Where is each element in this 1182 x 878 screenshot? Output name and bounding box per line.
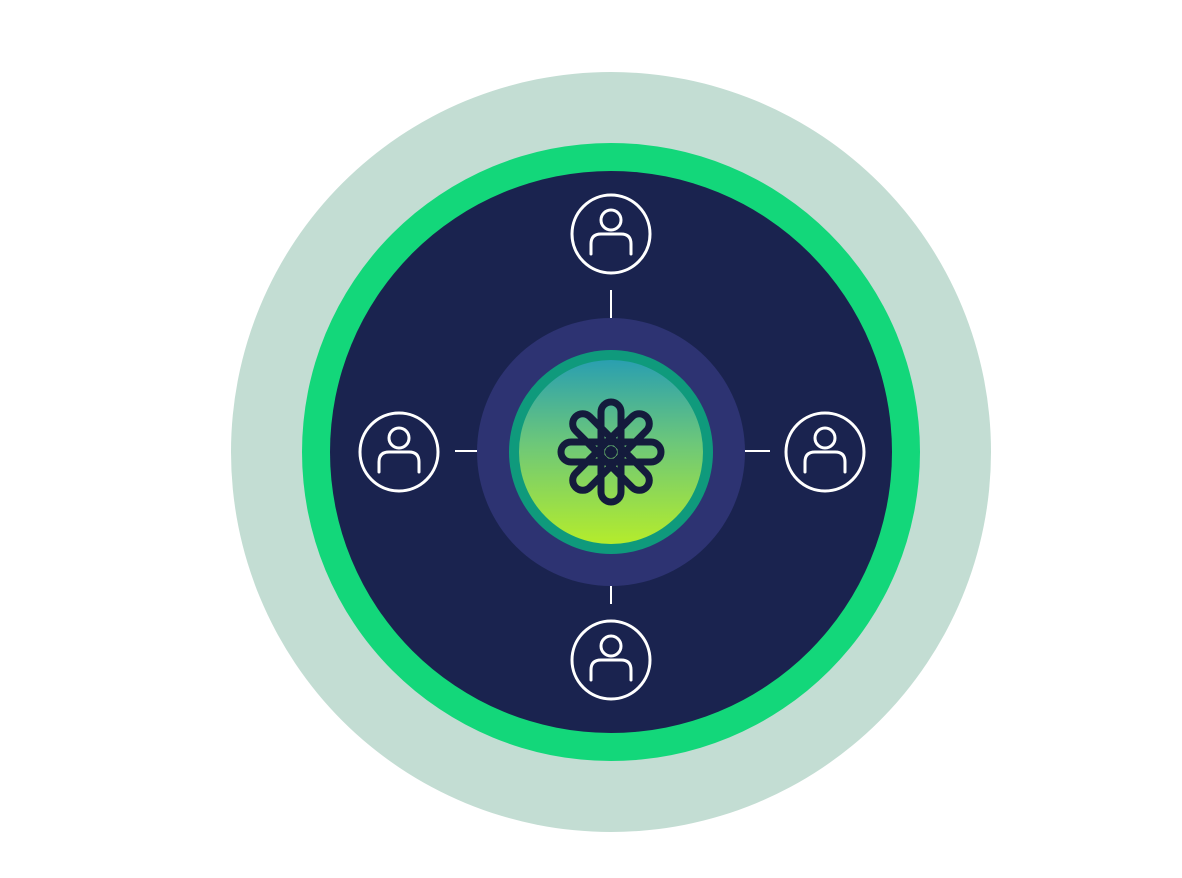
asterisk-flower-logo-icon	[557, 398, 665, 506]
node-left	[358, 411, 440, 493]
node-right	[784, 411, 866, 493]
node-bottom	[570, 619, 652, 701]
user-icon	[570, 193, 652, 275]
user-icon	[358, 411, 440, 493]
node-top	[570, 193, 652, 275]
user-icon	[570, 619, 652, 701]
user-icon	[784, 411, 866, 493]
